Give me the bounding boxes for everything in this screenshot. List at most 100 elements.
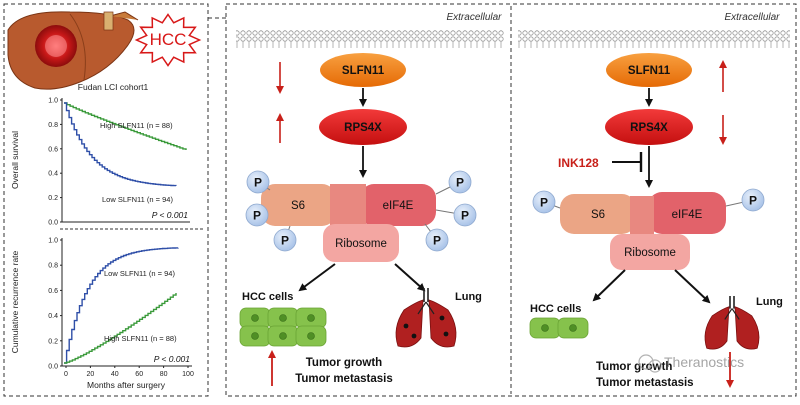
cell-nucleus [251, 314, 259, 322]
phospho-label: P [456, 176, 464, 190]
phospho-label: P [253, 209, 261, 223]
complex-joint-right [630, 196, 654, 234]
right-lung [428, 299, 457, 348]
phospho-label: P [540, 196, 548, 210]
x-tick-label: 100 [182, 371, 194, 378]
hcc-cells-cluster [239, 307, 327, 347]
to-lung-arrow [394, 263, 426, 292]
y-tick-label: 1.0 [48, 238, 58, 245]
cell-nucleus [279, 332, 287, 340]
to-hcc-cells-arrow-right [592, 269, 626, 302]
metastasis-dot [439, 315, 445, 321]
y-tick-label: 0.0 [48, 220, 58, 227]
phospho-circle [448, 170, 472, 194]
survival-ylabel: Overall survival [10, 131, 20, 189]
left-panel-border [3, 3, 209, 397]
watermark-text: Theranostics [664, 354, 744, 370]
trachea [729, 296, 735, 309]
bronchi [417, 301, 435, 315]
y-tick-label: 0.6 [48, 288, 58, 295]
s6-label: S6 [291, 200, 305, 212]
membrane-right [518, 30, 790, 48]
y-tick-label: 0.0 [48, 364, 58, 371]
y-tick-label: 0.6 [48, 146, 58, 153]
metastasis-dot [411, 333, 417, 339]
eif4e-box [360, 184, 436, 226]
rps4x-label-right: RPS4X [630, 122, 668, 134]
phospho-circle [532, 190, 556, 214]
phospho-circle [246, 170, 270, 194]
x-tick-label: 0 [64, 371, 68, 378]
phospho-label: P [749, 194, 757, 208]
slfn11-node-right [606, 53, 692, 87]
s6-label-right: S6 [591, 209, 605, 221]
right-panel-border [225, 3, 797, 397]
phospho-label: P [461, 209, 469, 223]
y-tick-label: 0.2 [48, 195, 58, 202]
recurrence-xlabel: Months after surgery [87, 380, 166, 390]
recurrence-ylabel: Cumulative recurrence rate [10, 250, 20, 353]
ribosome-box [323, 224, 399, 262]
cohort-title: Fudan LCI cohort1 [78, 82, 149, 92]
slfn11-label-right: SLFN11 [628, 65, 671, 77]
eif4e-label-right: eIF4E [672, 209, 703, 221]
rps4x-node [319, 109, 407, 145]
survival-high-label: High SLFN11 (n = 88) [100, 121, 173, 130]
s6-box-right [560, 194, 636, 234]
right-pathway: Extracellular SLFN11 RPS4X INK128 S6 eIF… [518, 12, 790, 389]
phospho-label: P [433, 234, 441, 248]
phospho-circle [425, 228, 449, 252]
cell-nucleus [307, 332, 315, 340]
ribosome-label-right: Ribosome [624, 247, 676, 259]
y-tick-label: 0.8 [48, 122, 58, 129]
watermark: Theranostics [638, 354, 744, 373]
cell-nucleus [541, 324, 549, 332]
x-tick-label: 60 [135, 371, 143, 378]
rps4x-label: RPS4X [344, 122, 382, 134]
liver-illustration [7, 11, 139, 90]
recurrence-p-value: P < 0.001 [154, 354, 191, 364]
to-hcc-cells-arrow [298, 263, 336, 292]
recurrence-high-label: High SLFN11 (n = 88) [104, 334, 177, 343]
survival-p-value: P < 0.001 [152, 210, 189, 220]
inhibitor-label: INK128 [558, 156, 599, 170]
phospho-circle [273, 228, 297, 252]
cell-nucleus [251, 332, 259, 340]
y-tick-label: 1.0 [48, 98, 58, 105]
left-lung [395, 299, 424, 348]
hcc-cells-label-right: HCC cells [530, 303, 581, 315]
complex-joint [330, 184, 366, 226]
slfn11-node [320, 53, 406, 87]
rps4x-node-right [605, 109, 693, 145]
y-tick-label: 0.4 [48, 313, 58, 320]
hcc-burst: HCC [134, 13, 202, 67]
lung-label-right: Lung [756, 296, 783, 308]
eif4e-label: eIF4E [383, 200, 414, 212]
outcome-line2-right: Tumor metastasis [596, 377, 694, 389]
slfn11-label: SLFN11 [342, 65, 385, 77]
lung-label: Lung [455, 291, 482, 303]
right-lung [734, 306, 760, 350]
wechat-icon [638, 354, 654, 370]
x-tick-label: 20 [87, 371, 95, 378]
to-lung-arrow-right [674, 269, 711, 304]
survival-low-label: Low SLFN11 (n = 94) [102, 195, 173, 204]
eif4e-box-right [648, 192, 726, 234]
recurrence-curve-low [64, 247, 179, 364]
ribosome-box-right [610, 234, 690, 270]
cell-nucleus [569, 324, 577, 332]
x-tick-label: 80 [160, 371, 168, 378]
hcc-label: HCC [150, 30, 187, 49]
bronchi [724, 308, 740, 320]
trachea [423, 288, 429, 302]
lung-icon-right [704, 296, 760, 350]
membrane-middle [236, 30, 504, 48]
metastasis-dot [443, 331, 449, 337]
y-tick-label: 0.8 [48, 263, 58, 270]
metastasis-dot [403, 323, 409, 329]
x-tick-label: 40 [111, 371, 119, 378]
survival-curve-low [64, 102, 177, 187]
phospho-label: P [281, 234, 289, 248]
